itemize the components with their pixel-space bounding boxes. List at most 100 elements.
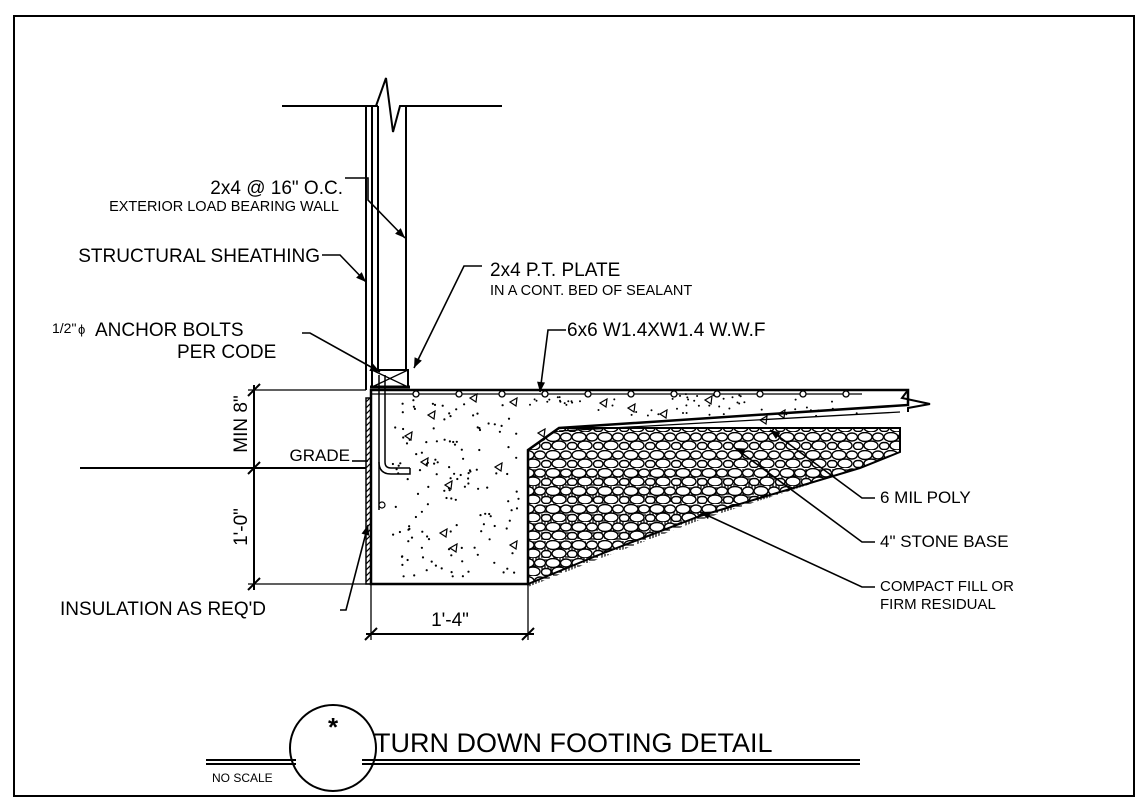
leader-arrowhead bbox=[361, 525, 370, 536]
aggregate-dot bbox=[657, 413, 660, 416]
aggregate-dot bbox=[456, 477, 459, 481]
aggregate-dot bbox=[453, 472, 456, 475]
aggregate-triangle bbox=[448, 542, 458, 554]
aggregate-dot bbox=[421, 556, 425, 559]
aggregate-triangle bbox=[536, 427, 546, 439]
leader-line bbox=[340, 524, 369, 611]
aggregate-dot bbox=[817, 409, 820, 412]
aggregate-dot bbox=[546, 400, 549, 403]
aggregate-triangle bbox=[776, 408, 786, 420]
leader-line bbox=[345, 177, 406, 239]
aggregate-triangle bbox=[626, 402, 636, 414]
aggregate-dot bbox=[484, 512, 487, 515]
leader-lines bbox=[302, 177, 875, 611]
aggregate-triangle bbox=[426, 409, 436, 421]
aggregate-dot bbox=[570, 400, 573, 403]
aggregate-dot bbox=[394, 426, 397, 429]
aggregate-dot bbox=[455, 524, 458, 527]
aggregate-dot bbox=[558, 396, 561, 399]
aggregate-dot bbox=[427, 485, 430, 488]
aggregate-dot bbox=[460, 448, 463, 451]
aggregate-dot bbox=[529, 403, 531, 406]
aggregate-dot bbox=[434, 458, 437, 461]
aggregate-dot bbox=[498, 430, 501, 433]
aggregate-dot bbox=[809, 409, 812, 412]
aggregate-dot bbox=[515, 507, 519, 510]
dim-tick-top bbox=[247, 383, 261, 397]
aggregate-dot bbox=[467, 472, 470, 475]
aggregate-dot bbox=[432, 427, 435, 430]
aggregate-dot bbox=[685, 412, 688, 414]
aggregate-dot bbox=[415, 453, 418, 456]
aggregate-dot bbox=[515, 432, 518, 435]
aggregate-dot bbox=[650, 409, 653, 412]
aggregate-dot bbox=[453, 443, 457, 446]
aggregate-dot bbox=[687, 398, 690, 401]
aggregate-dot bbox=[565, 403, 568, 406]
aggregate-dot bbox=[410, 536, 414, 539]
aggregate-dot bbox=[418, 469, 422, 472]
aggregate-dot bbox=[507, 417, 511, 420]
aggregate-dot bbox=[452, 440, 455, 444]
aggregate-dot bbox=[448, 489, 451, 492]
aggregate-dot bbox=[815, 414, 818, 417]
aggregate-dot bbox=[501, 404, 504, 407]
aggregate-dot bbox=[679, 394, 681, 397]
aggregate-dot bbox=[420, 546, 423, 549]
aggregate-dot bbox=[401, 563, 404, 567]
label-dim-depth: 1'-0" bbox=[231, 508, 252, 546]
label-scale: NO SCALE bbox=[212, 771, 273, 785]
aggregate-dot bbox=[718, 405, 721, 408]
aggregate-dot bbox=[487, 422, 490, 425]
aggregate-dot bbox=[448, 466, 451, 469]
aggregate-dot bbox=[455, 408, 458, 411]
aggregate-triangle bbox=[438, 527, 448, 539]
aggregate-dot bbox=[613, 398, 616, 401]
aggregate-dot bbox=[493, 561, 496, 564]
aggregate-dot bbox=[535, 399, 538, 402]
leader-line bbox=[699, 511, 875, 588]
aggregate-dot bbox=[459, 473, 462, 477]
aggregate-dot bbox=[435, 440, 438, 443]
dim-tick-right bbox=[521, 627, 535, 641]
aggregate-dot bbox=[462, 457, 465, 460]
aggregate-dot bbox=[559, 400, 562, 403]
label-poly: 6 MIL POLY bbox=[880, 488, 971, 507]
aggregate-dot bbox=[467, 477, 470, 480]
aggregate-dot bbox=[728, 407, 731, 410]
aggregate-dot bbox=[731, 396, 734, 399]
leader-line bbox=[539, 329, 566, 393]
label-dim-width: 1'-4" bbox=[431, 610, 469, 631]
leader-line bbox=[413, 265, 482, 369]
aggregate-dot bbox=[482, 523, 485, 526]
aggregate-dot bbox=[479, 514, 482, 517]
aggregate-dot bbox=[508, 519, 511, 522]
aggregate-dot bbox=[435, 473, 438, 476]
aggregate-dot bbox=[463, 485, 466, 488]
aggregate-dot bbox=[421, 530, 424, 533]
aggregate-dot bbox=[433, 462, 436, 465]
aggregate-dot bbox=[488, 512, 491, 516]
aggregate-dot bbox=[405, 442, 409, 445]
aggregate-dot bbox=[448, 412, 451, 415]
aggregate-dot bbox=[407, 540, 410, 543]
aggregate-dot bbox=[682, 412, 684, 414]
aggregate-dot bbox=[493, 524, 496, 528]
detail-mark: * bbox=[328, 712, 339, 742]
aggregate-dot bbox=[597, 409, 600, 411]
aggregate-dot bbox=[805, 406, 808, 409]
leader-line bbox=[302, 332, 381, 373]
aggregate-dot bbox=[685, 404, 688, 407]
aggregate-dot bbox=[426, 503, 429, 506]
anchor-bolt-hook bbox=[378, 461, 411, 475]
anchor-bolt-end bbox=[378, 501, 386, 509]
aggregate-dot bbox=[506, 472, 509, 476]
aggregate-dot bbox=[708, 413, 711, 416]
aggregate-dot bbox=[533, 398, 536, 401]
aggregate-dot bbox=[445, 496, 448, 500]
leader-line bbox=[734, 447, 875, 543]
aggregate-dot bbox=[460, 546, 463, 550]
leader-line bbox=[322, 254, 367, 283]
label-bolt-1: ANCHOR BOLTS bbox=[95, 320, 244, 341]
